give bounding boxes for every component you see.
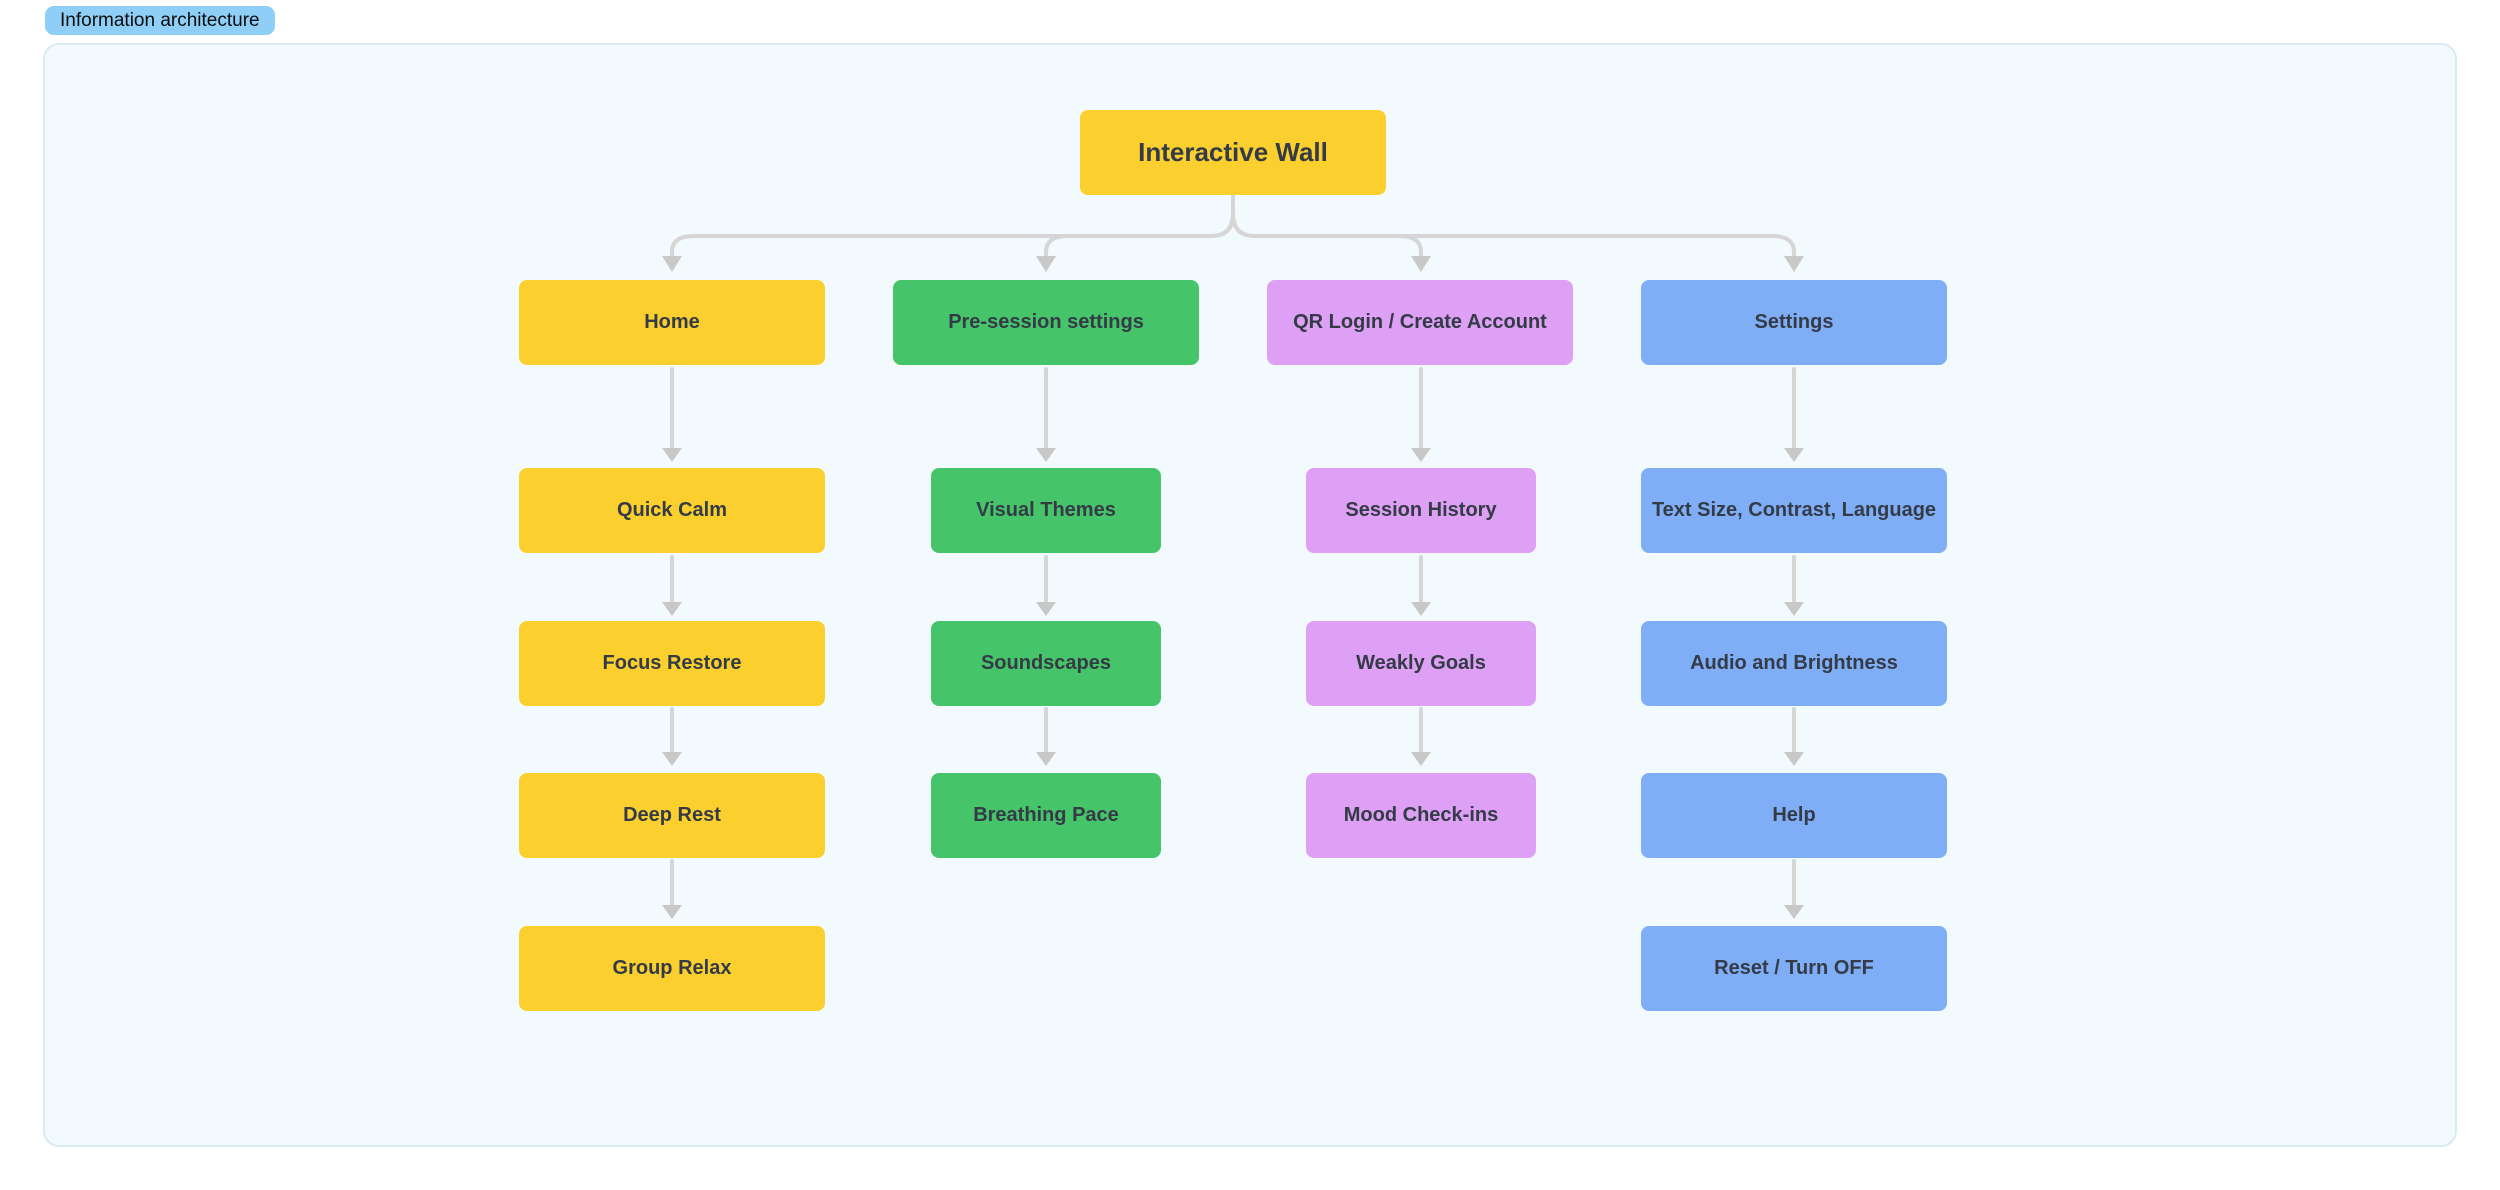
node-session-history[interactable]: Session History [1306,468,1536,553]
node-deep-rest[interactable]: Deep Rest [519,773,825,858]
node-label: Group Relax [612,957,732,979]
node-settings[interactable]: Settings [1641,280,1947,365]
node-audio-and-brightness[interactable]: Audio and Brightness [1641,621,1947,706]
node-pre-session-settings[interactable]: Pre-session settings [893,280,1199,365]
node-label: Settings [1754,311,1834,333]
node-label: Visual Themes [976,499,1116,521]
node-label: Interactive Wall [1138,137,1328,167]
node-group-relax[interactable]: Group Relax [519,926,825,1011]
node-label: Breathing Pace [973,804,1119,826]
node-label: Weakly Goals [1356,652,1486,674]
node-label: Deep Rest [623,804,721,826]
node-interactive-wall[interactable]: Interactive Wall [1080,110,1386,195]
node-quick-calm[interactable]: Quick Calm [519,468,825,553]
node-home[interactable]: Home [519,280,825,365]
node-soundscapes[interactable]: Soundscapes [931,621,1161,706]
node-text-size-contrast-language[interactable]: Text Size, Contrast, Language [1641,468,1947,553]
node-label: Mood Check-ins [1343,804,1499,826]
frame-label-badge[interactable]: Information architecture [45,6,275,35]
diagram-frame [43,43,2457,1147]
node-focus-restore[interactable]: Focus Restore [519,621,825,706]
node-label: Focus Restore [602,652,742,674]
node-label: Home [644,311,700,333]
node-help[interactable]: Help [1641,773,1947,858]
node-label: Help [1772,804,1816,826]
node-label: Audio and Brightness [1690,652,1898,674]
node-label: Soundscapes [980,652,1112,674]
node-mood-check-ins[interactable]: Mood Check-ins [1306,773,1536,858]
node-visual-themes[interactable]: Visual Themes [931,468,1161,553]
node-reset-turn-off[interactable]: Reset / Turn OFF [1641,926,1947,1011]
node-label: Pre-session settings [948,311,1144,333]
node-label: QR Login / Create Account [1293,311,1547,333]
node-label: Text Size, Contrast, Language [1651,499,1937,521]
node-weakly-goals[interactable]: Weakly Goals [1306,621,1536,706]
node-label: Session History [1345,499,1497,521]
node-qr-login-create-account[interactable]: QR Login / Create Account [1267,280,1573,365]
node-breathing-pace[interactable]: Breathing Pace [931,773,1161,858]
node-label: Quick Calm [616,499,728,521]
node-label: Reset / Turn OFF [1714,957,1874,979]
